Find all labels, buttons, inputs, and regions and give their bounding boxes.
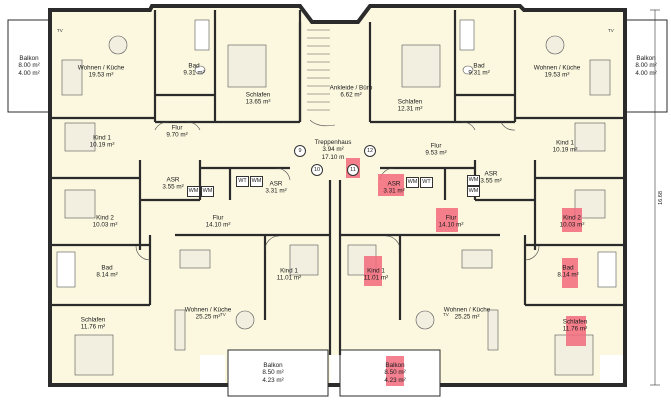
washer-box: WM (467, 186, 480, 197)
tv-label: TV (220, 312, 226, 317)
bed-schlafen-bl (74, 334, 114, 376)
highlight-schlafen (566, 316, 586, 346)
bed-kind1-tl (64, 122, 96, 152)
balcony-bottom-left (227, 349, 329, 397)
highlight-asr (378, 174, 404, 196)
highlight-flur (436, 208, 458, 232)
washer-box: WM (467, 175, 480, 186)
step-number-12: 12 (364, 145, 376, 157)
dryer-box: WT (420, 177, 433, 188)
highlight-kind2 (562, 208, 582, 232)
tv-label: TV (608, 28, 614, 33)
dimension-label: 16.68 (657, 191, 664, 205)
washer-box: WM (406, 177, 419, 188)
tv-label: TV (443, 312, 449, 317)
bed-schlafen-tr (401, 44, 441, 88)
bed-kind2-tl (64, 189, 96, 219)
bed-kind1-bl (289, 244, 319, 276)
highlight-bad (562, 258, 578, 288)
dryer-box: WT (236, 176, 249, 187)
balcony-top-right (624, 19, 668, 113)
step-number-10: 10 (311, 164, 323, 176)
washer-box: WM (201, 186, 214, 197)
bed-kind1-tr (574, 122, 606, 152)
highlight-balkon (386, 356, 404, 386)
highlight-kind1 (364, 256, 382, 286)
tv-label: TV (57, 28, 63, 33)
washer-box: WM (187, 186, 200, 197)
bed-schlafen-tl (227, 44, 267, 88)
step-number-11: 11 (347, 164, 359, 176)
step-number-9: 9 (294, 145, 306, 157)
washer-box: WM (250, 176, 263, 187)
